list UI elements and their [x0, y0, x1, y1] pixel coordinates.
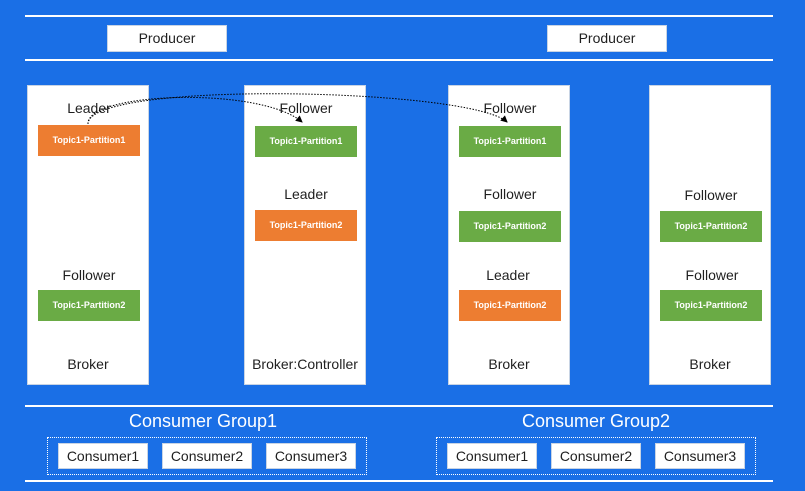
broker-column: Follower Topic1-Partition1 Leader Topic1… — [244, 85, 366, 385]
producer-box: Producer — [107, 25, 227, 52]
partition-block: Topic1-Partition2 — [660, 211, 762, 242]
role-label: Follower — [483, 100, 537, 116]
role-label: Follower — [684, 187, 738, 203]
producer-divider — [25, 59, 773, 61]
broker-label: Broker — [67, 356, 109, 372]
consumer-box: Consumer1 — [58, 443, 148, 469]
consumer-box: Consumer1 — [447, 443, 537, 469]
consumer-group-title: Consumer Group1 — [128, 411, 278, 431]
broker-column: Follower Topic1-Partition2 Follower Topi… — [649, 85, 771, 385]
partition-block: Topic1-Partition2 — [459, 290, 561, 321]
role-label: Follower — [483, 186, 537, 202]
broker-column: Leader Topic1-Partition1 Follower Topic1… — [27, 85, 149, 385]
broker-label: Broker — [689, 356, 731, 372]
top-divider — [25, 15, 773, 17]
consumer-box: Consumer2 — [551, 443, 641, 469]
broker-label: Broker — [488, 356, 530, 372]
broker-label: Broker:Controller — [252, 356, 358, 372]
partition-block: Topic1-Partition2 — [459, 211, 561, 242]
role-label: Leader — [67, 100, 111, 116]
role-label: Follower — [279, 100, 333, 116]
partition-block: Topic1-Partition2 — [660, 290, 762, 321]
consumer-group-title: Consumer Group2 — [521, 411, 671, 431]
consumer-box: Consumer3 — [266, 443, 356, 469]
broker-column: Follower Topic1-Partition1 Follower Topi… — [448, 85, 570, 385]
partition-block: Topic1-Partition1 — [459, 126, 561, 157]
consumer-divider — [25, 405, 773, 407]
role-label: Follower — [62, 267, 116, 283]
partition-block: Topic1-Partition2 — [255, 210, 357, 241]
bottom-divider — [25, 480, 773, 482]
partition-block: Topic1-Partition1 — [38, 125, 140, 156]
partition-block: Topic1-Partition1 — [255, 126, 357, 157]
role-label: Leader — [284, 186, 328, 202]
consumer-box: Consumer3 — [655, 443, 745, 469]
consumer-group-box: Consumer1 Consumer2 Consumer3 — [47, 437, 367, 475]
partition-block: Topic1-Partition2 — [38, 290, 140, 321]
role-label: Follower — [685, 267, 739, 283]
producer-box: Producer — [547, 25, 667, 52]
role-label: Leader — [486, 267, 530, 283]
consumer-group-box: Consumer1 Consumer2 Consumer3 — [436, 437, 756, 475]
consumer-box: Consumer2 — [162, 443, 252, 469]
